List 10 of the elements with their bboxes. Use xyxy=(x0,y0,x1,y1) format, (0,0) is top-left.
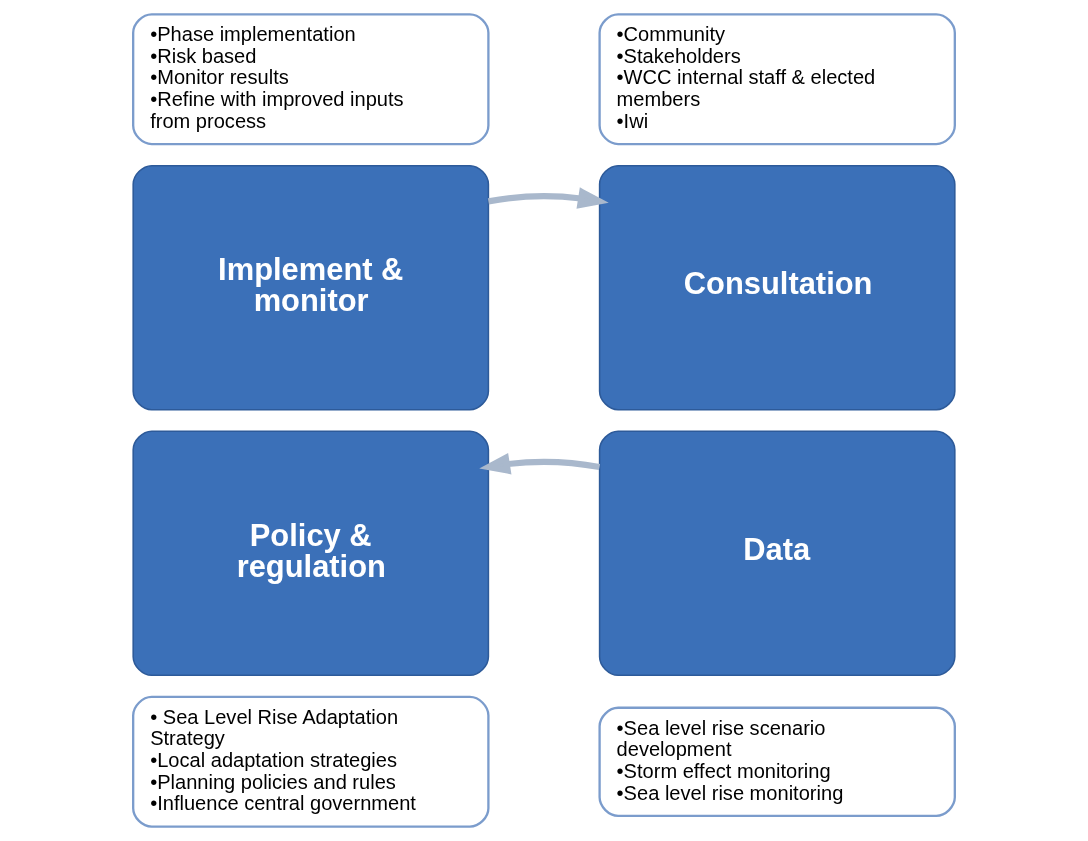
node-box: • Sea Level Rise Adaptation Strategy •Local adaptation strategies •Planning policies and rules •Influence central government xyxy=(132,695,490,828)
node-box: Data xyxy=(598,430,956,677)
node-box: •Community •Stakeholders •WCC internal staff & elected members •Iwi xyxy=(598,13,956,146)
node-box: Implement & monitor xyxy=(132,164,490,411)
node-box: Consultation xyxy=(598,164,956,411)
node-box: Policy & regulation xyxy=(132,430,490,677)
arrow xyxy=(479,452,601,475)
node-box: •Sea level rise scenario development •Storm effect monitoring •Sea level rise monitoring xyxy=(598,706,956,818)
node-box: •Phase implementation •Risk based •Monitor results •Refine with improved inputs from process xyxy=(132,13,490,146)
arrow xyxy=(487,187,609,209)
